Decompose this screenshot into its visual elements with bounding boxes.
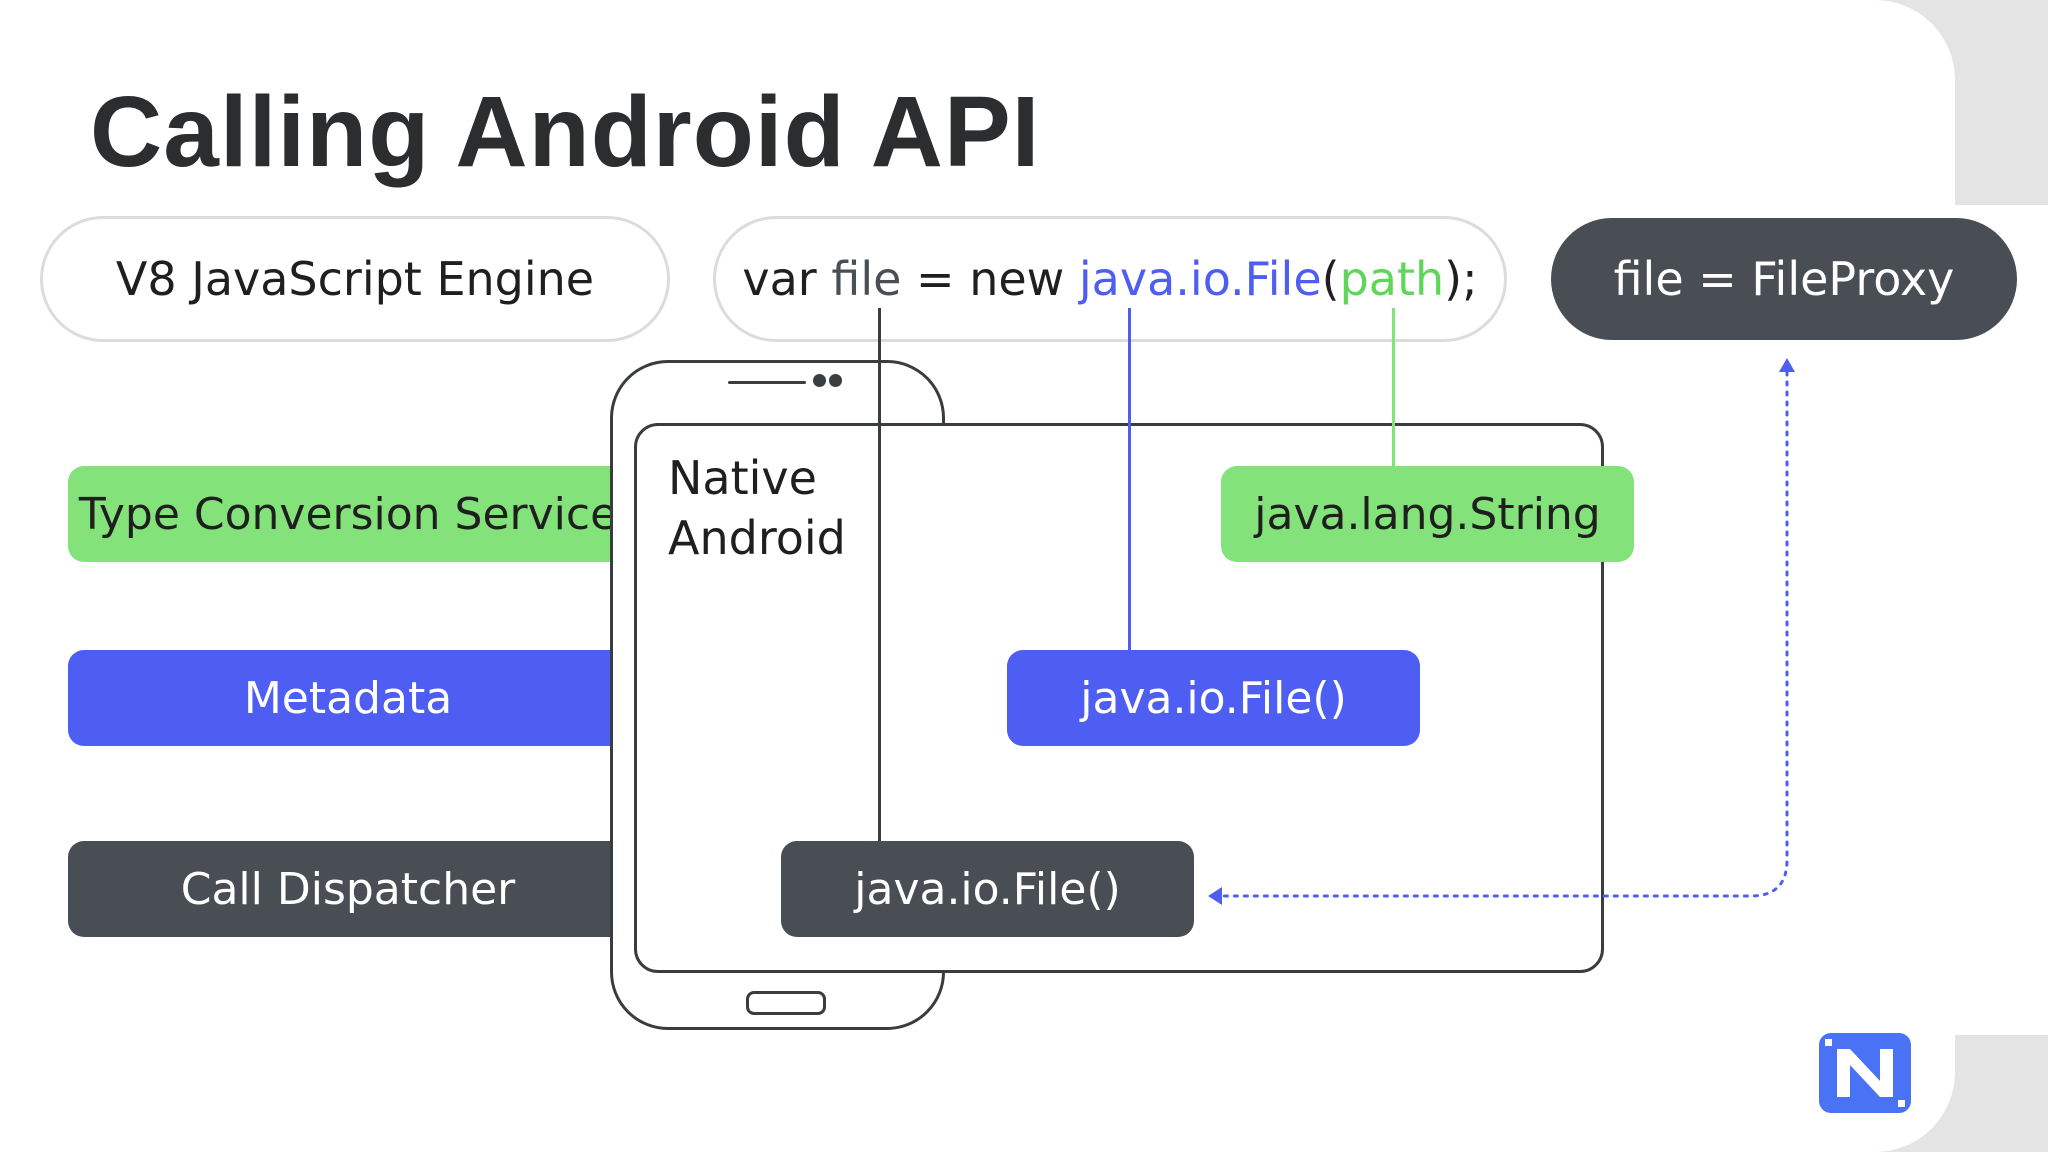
call-dispatcher-bar: Call Dispatcher xyxy=(68,841,628,937)
native-android-label: Native Android xyxy=(668,448,846,568)
code-variable-file: file xyxy=(831,252,902,306)
type-conversion-service-bar: Type Conversion Service xyxy=(68,466,628,562)
phone-speaker xyxy=(728,381,806,384)
connector-line-class xyxy=(1128,308,1131,652)
code-assign-new: = new xyxy=(901,252,1079,306)
phone-camera-dot xyxy=(813,374,826,387)
phone-home-button xyxy=(746,991,826,1015)
arrowhead-up-icon xyxy=(1779,358,1795,372)
code-keyword-var: var xyxy=(742,252,832,306)
connector-line-file xyxy=(878,308,881,843)
v8-engine-pill: V8 JavaScript Engine xyxy=(40,216,670,342)
file-proxy-pill: file = FileProxy xyxy=(1551,218,2017,340)
native-label-line1: Native xyxy=(668,451,817,505)
slide-background-notch xyxy=(1955,205,2048,1035)
arrowhead-left-icon xyxy=(1208,887,1222,905)
code-argument-path: path xyxy=(1339,252,1445,306)
dotted-connector xyxy=(1220,370,1789,898)
native-label-line2: Android xyxy=(668,511,846,565)
java-io-file-instance-box: java.io.File() xyxy=(781,841,1194,937)
nativescript-logo-icon xyxy=(1819,1033,1911,1113)
java-io-file-metadata-box: java.io.File() xyxy=(1007,650,1420,746)
slide-title: Calling Android API xyxy=(90,76,1041,188)
code-close-paren: ); xyxy=(1444,252,1478,306)
connector-line-path xyxy=(1392,308,1395,468)
phone-camera-dot xyxy=(829,374,842,387)
metadata-bar: Metadata xyxy=(68,650,628,746)
code-class-name: java.io.File xyxy=(1078,252,1322,306)
code-pill: var file = new java.io.File(path); xyxy=(713,216,1507,342)
code-open-paren: ( xyxy=(1321,252,1340,306)
java-lang-string-box: java.lang.String xyxy=(1221,466,1634,562)
